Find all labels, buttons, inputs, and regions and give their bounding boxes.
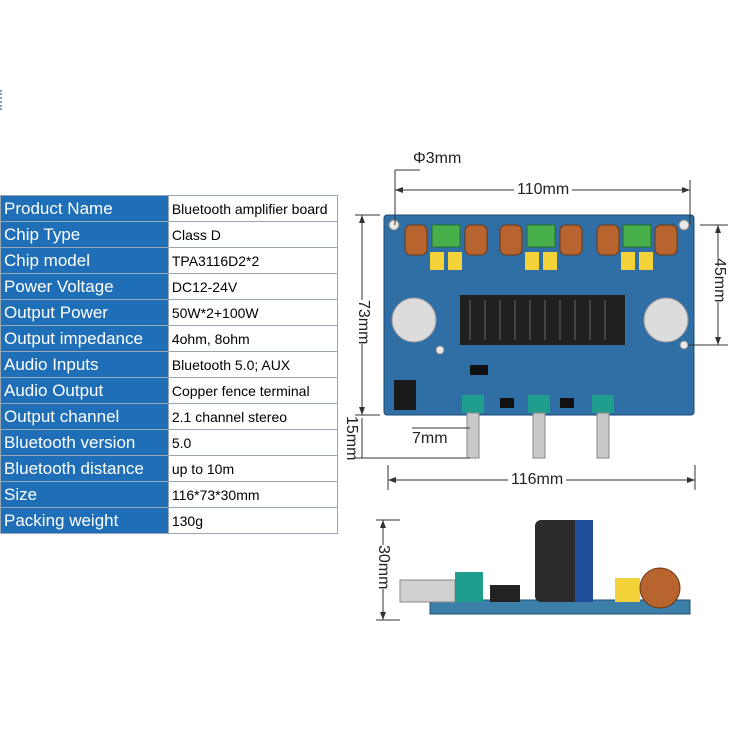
edge-marker <box>0 90 6 110</box>
spec-label: Bluetooth version <box>0 429 169 456</box>
mount-hole <box>388 219 400 231</box>
spec-label: Product Name <box>0 195 169 222</box>
spec-label: Packing weight <box>0 507 169 534</box>
mount-hole <box>678 219 690 231</box>
ic-chip <box>500 398 514 408</box>
side-view <box>399 520 691 615</box>
electrolytic-capacitor <box>391 297 437 343</box>
inductor-group <box>404 224 678 256</box>
spec-label: Bluetooth distance <box>0 455 169 482</box>
spec-label: Audio Output <box>0 377 169 404</box>
left-height-label: 73mm <box>354 300 372 345</box>
spec-label: Audio Inputs <box>0 351 169 378</box>
spec-value: 50W*2+100W <box>167 299 339 326</box>
total-width-label: 116mm <box>508 471 567 489</box>
ic-chip <box>470 365 488 375</box>
spec-label: Chip Type <box>0 221 169 248</box>
spec-label: Output channel <box>0 403 169 430</box>
spec-value: 130g <box>167 507 339 534</box>
spec-value: 2.1 channel stereo <box>167 403 339 430</box>
spec-value: TPA3116D2*2 <box>167 247 339 274</box>
top-width-label: 110mm <box>514 181 573 199</box>
spec-value: DC12-24V <box>167 273 339 300</box>
spec-label: Output impedance <box>0 325 169 352</box>
spec-value: Class D <box>167 221 339 248</box>
spec-value: up to 10m <box>167 455 339 482</box>
right-height-label: 45mm <box>710 258 728 303</box>
hole-diameter-label: Φ3mm <box>413 150 462 167</box>
spec-label: Power Voltage <box>0 273 169 300</box>
heatsink <box>460 295 625 345</box>
knob-height-label: 15mm <box>343 416 360 461</box>
terminal-blocks <box>431 224 652 248</box>
spec-value: 116*73*30mm <box>167 481 339 508</box>
mount-hole <box>435 345 445 355</box>
spec-label: Size <box>0 481 169 508</box>
knob-offset-label: 7mm <box>412 430 448 447</box>
potentiometers <box>462 395 614 459</box>
spec-value: Bluetooth 5.0; AUX <box>167 351 339 378</box>
side-height-label: 30mm <box>374 545 392 590</box>
dimension-arrows <box>359 187 721 620</box>
electrolytic-capacitor <box>643 297 689 343</box>
spec-value: Copper fence terminal <box>167 377 339 404</box>
aux-jack <box>394 380 416 410</box>
spec-value: 5.0 <box>167 429 339 456</box>
spec-label: Output Power <box>0 299 169 326</box>
spec-value: Bluetooth amplifier board <box>167 195 339 222</box>
spec-label: Chip model <box>0 247 169 274</box>
film-capacitors <box>430 252 653 270</box>
mount-hole <box>679 340 689 350</box>
ic-chip <box>560 398 574 408</box>
